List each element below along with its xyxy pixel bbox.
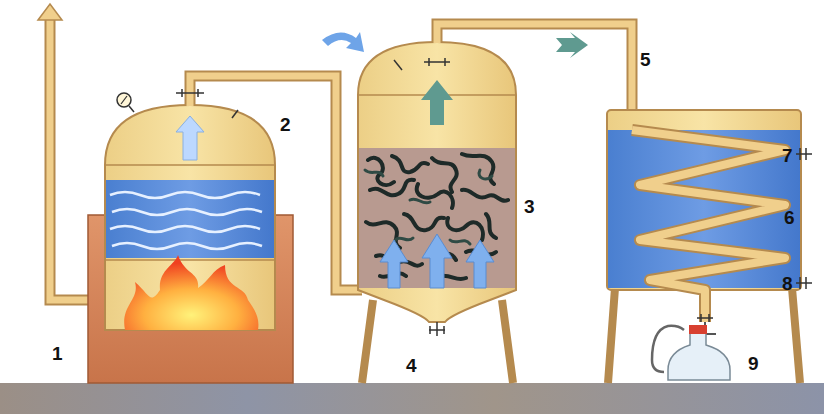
vapour-pipe	[437, 24, 632, 130]
boiler-water	[106, 180, 274, 258]
gauge-stem	[129, 106, 134, 112]
outlet-tap	[697, 314, 713, 322]
chimney-arrow	[38, 4, 62, 20]
boiler-seam	[105, 259, 275, 261]
callout-number: 3	[524, 197, 535, 216]
plant-vessel	[358, 42, 516, 322]
plant-material-bed	[359, 148, 515, 288]
cooling-coil-outline	[632, 130, 785, 322]
gauge-needle	[121, 96, 127, 104]
steam-arrow	[176, 116, 204, 160]
boiler-valve	[232, 110, 238, 118]
pipe-valve	[176, 89, 204, 97]
steam-pipe-outline	[190, 76, 362, 290]
callout-number: 6	[784, 208, 795, 227]
steam-rise-arrows	[380, 234, 494, 288]
callout-number: 4	[406, 356, 417, 375]
cooling-coil	[632, 130, 785, 322]
steam-pipe	[190, 76, 362, 290]
plant-material	[365, 170, 492, 244]
drain-tap	[429, 322, 445, 336]
callout-number: 5	[640, 50, 651, 69]
water-outlet	[796, 277, 812, 289]
callout-number: 9	[748, 354, 759, 373]
curved-flow-arrow	[322, 32, 364, 52]
vessel-valve	[394, 60, 402, 70]
flask-stopper	[689, 325, 707, 334]
boiler-vessel	[105, 105, 275, 330]
callout-number: 2	[280, 115, 291, 134]
pipe-valve	[424, 58, 450, 66]
fire	[124, 255, 258, 330]
water-waves	[110, 192, 262, 249]
boiler-seam	[105, 164, 275, 166]
vapour-flow-arrow	[556, 32, 588, 58]
callout-number: 8	[782, 274, 793, 293]
pressure-gauge	[117, 93, 131, 107]
receiving-flask	[668, 330, 730, 380]
vapour-pipe-outline	[437, 24, 632, 130]
callout-number: 1	[52, 344, 63, 363]
vapour-arrow	[421, 80, 453, 125]
callout-number: 7	[782, 146, 793, 165]
ground	[0, 383, 824, 414]
water-inlet	[796, 148, 812, 160]
